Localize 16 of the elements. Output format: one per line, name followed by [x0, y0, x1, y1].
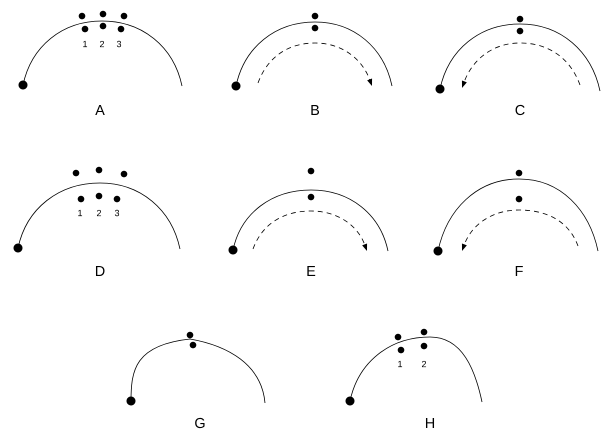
callout-number: 3 [116, 40, 122, 48]
callout-number: 2 [422, 360, 426, 368]
panel-letter: A [95, 105, 105, 115]
callout-number: 2 [96, 210, 102, 216]
panel-letter: G [195, 418, 205, 428]
panel-letter: E [307, 266, 316, 276]
callout-number: 1 [398, 360, 402, 368]
panel-letter: B [311, 105, 320, 115]
callout-number: 3 [114, 210, 120, 216]
panel-letter: C [516, 104, 525, 116]
callout-number: 1 [78, 210, 82, 216]
panel-letter: H [426, 418, 434, 428]
panel-letter: D [96, 266, 104, 276]
panel-letter: F [516, 266, 523, 276]
callout-number: 1 [83, 40, 88, 48]
callout-number: 2 [100, 40, 104, 48]
